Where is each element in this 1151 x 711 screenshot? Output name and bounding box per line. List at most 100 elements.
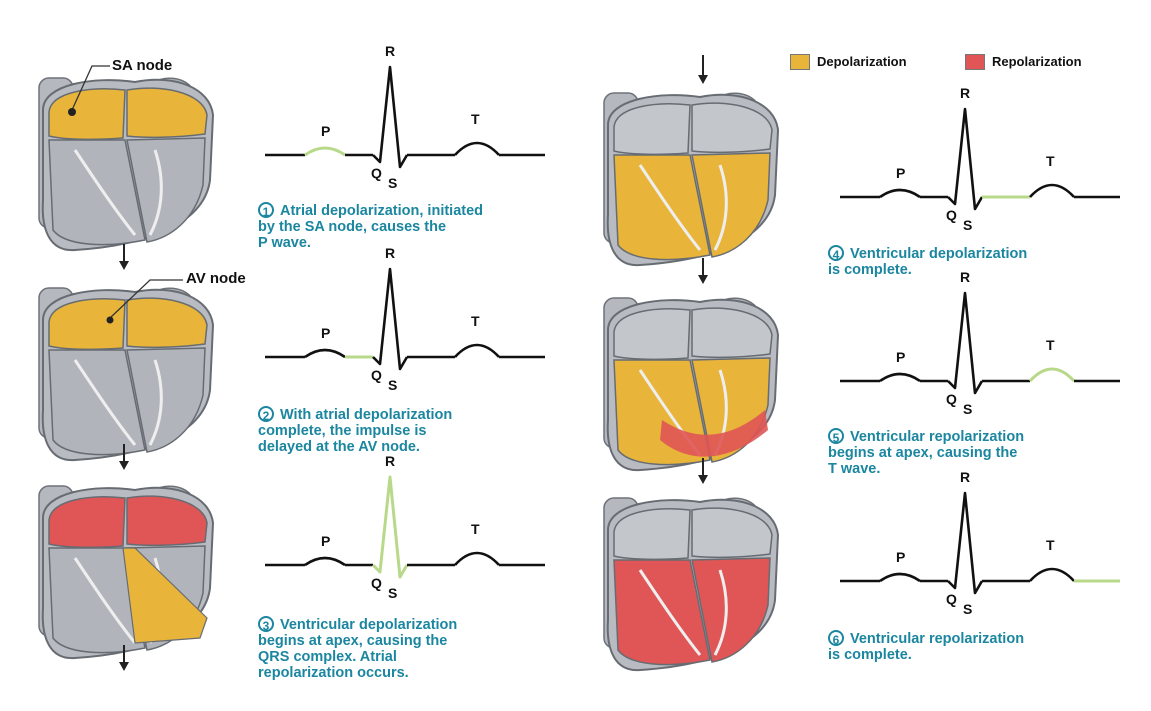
s-point-label: S	[963, 601, 972, 617]
caption-text: Ventricular repolarization	[850, 429, 1024, 445]
right-atrium	[614, 104, 690, 154]
p-wave-label: P	[896, 349, 905, 365]
caption-text: begins at apex, causing the	[258, 633, 447, 649]
repolarization-swatch	[965, 54, 985, 70]
s-point-label: S	[388, 585, 397, 601]
p-wave-label: P	[896, 165, 905, 181]
arrow-step-4-to-5	[698, 258, 708, 284]
ecg-trace-step-3	[265, 477, 545, 577]
arrow-into-step-4	[698, 55, 708, 84]
q-point-label: Q	[371, 367, 382, 383]
caption-text: Ventricular repolarization	[850, 631, 1024, 647]
ecg-trace-step-6	[840, 493, 1120, 593]
p-wave-label: P	[896, 549, 905, 565]
ecg-segment-p	[305, 558, 345, 565]
ecg-trace-step-2	[265, 269, 545, 369]
av-node-marker	[107, 317, 114, 324]
step-number-badge: 2	[258, 406, 274, 422]
q-point-label: Q	[946, 591, 957, 607]
caption-line: T wave.	[828, 461, 1024, 477]
caption-line: 4 Ventricular depolarization	[828, 245, 1027, 262]
ecg-segment-t	[455, 345, 499, 357]
caption-step-5: 5Ventricular repolarizationbegins at ape…	[828, 428, 1024, 477]
caption-line: complete, the impulse is	[258, 423, 452, 439]
ecg-segment-t	[1030, 185, 1074, 197]
caption-line: 3Ventricular depolarization	[258, 616, 457, 633]
s-point-label: S	[388, 377, 397, 393]
caption-text: T wave.	[828, 461, 880, 477]
caption-line: 5 Ventricular repolarization	[828, 428, 1024, 445]
arrow-head	[698, 475, 708, 484]
r-peak-label: R	[385, 453, 395, 469]
ecg-segment-t	[455, 143, 499, 155]
p-wave-label: P	[321, 123, 330, 139]
t-wave-label: T	[471, 521, 480, 537]
ecg-trace-step-4	[840, 109, 1120, 209]
caption-line: QRS complex. Atrial	[258, 649, 457, 665]
caption-text: P wave.	[258, 235, 311, 251]
heart-step-3	[39, 486, 213, 658]
ecg-segment-qrs	[373, 67, 407, 167]
t-wave-label: T	[471, 313, 480, 329]
caption-text: is complete.	[828, 647, 912, 663]
q-point-label: Q	[946, 207, 957, 223]
p-wave-label: P	[321, 325, 330, 341]
r-peak-label: R	[385, 43, 395, 59]
step-number-badge: 5	[828, 428, 844, 444]
ecg-segment-p	[880, 374, 920, 381]
r-peak-label: R	[960, 85, 970, 101]
caption-line: begins at apex, causing the	[258, 633, 457, 649]
caption-line: is complete.	[828, 647, 1024, 663]
caption-line: P wave.	[258, 235, 483, 251]
depolarization-swatch	[790, 54, 810, 70]
caption-text: by the SA node, causes the	[258, 219, 446, 235]
heart-step-6	[604, 498, 778, 670]
ecg-segment-qrs	[948, 293, 982, 393]
caption-line: by the SA node, causes the	[258, 219, 483, 235]
right-atrium	[49, 89, 125, 139]
ecg-segment-p	[305, 148, 345, 155]
p-wave-label: P	[321, 533, 330, 549]
t-wave-label: T	[1046, 337, 1055, 353]
heart-step-4	[604, 93, 778, 265]
depolarization-legend-label: Depolarization	[817, 54, 907, 69]
heart-step-1	[39, 78, 213, 250]
caption-text: delayed at the AV node.	[258, 439, 420, 455]
caption-line: is complete.	[828, 262, 1027, 278]
s-point-label: S	[963, 217, 972, 233]
caption-step-1: 1Atrial depolarization, initiatedby the …	[258, 202, 483, 251]
arrow-head	[698, 75, 708, 84]
right-atrium	[614, 309, 690, 359]
caption-text: With atrial depolarization	[280, 407, 452, 423]
t-wave-label: T	[1046, 537, 1055, 553]
heart-illustrations	[39, 78, 778, 670]
ecg-segment-qrs	[373, 269, 407, 369]
step-number-badge: 4	[828, 245, 844, 261]
caption-line: delayed at the AV node.	[258, 439, 452, 455]
caption-text: complete, the impulse is	[258, 423, 426, 439]
caption-line: repolarization occurs.	[258, 665, 457, 681]
t-wave-label: T	[471, 111, 480, 127]
ecg-segment-p	[880, 190, 920, 197]
caption-text: Ventricular depolarization	[850, 246, 1027, 262]
ecg-segment-qrs	[373, 477, 407, 577]
step-number-badge: 3	[258, 616, 274, 632]
ecg-trace-step-5	[840, 293, 1120, 393]
step-number-badge: 1	[258, 202, 274, 218]
q-point-label: Q	[371, 165, 382, 181]
arrow-head	[119, 461, 129, 470]
sa-node-marker	[68, 108, 76, 116]
caption-line: 2 With atrial depolarization	[258, 406, 452, 423]
ecg-segment-t	[1030, 369, 1074, 381]
caption-text: repolarization occurs.	[258, 665, 409, 681]
caption-text: is complete.	[828, 262, 912, 278]
right-atrium	[49, 299, 125, 349]
q-point-label: Q	[946, 391, 957, 407]
